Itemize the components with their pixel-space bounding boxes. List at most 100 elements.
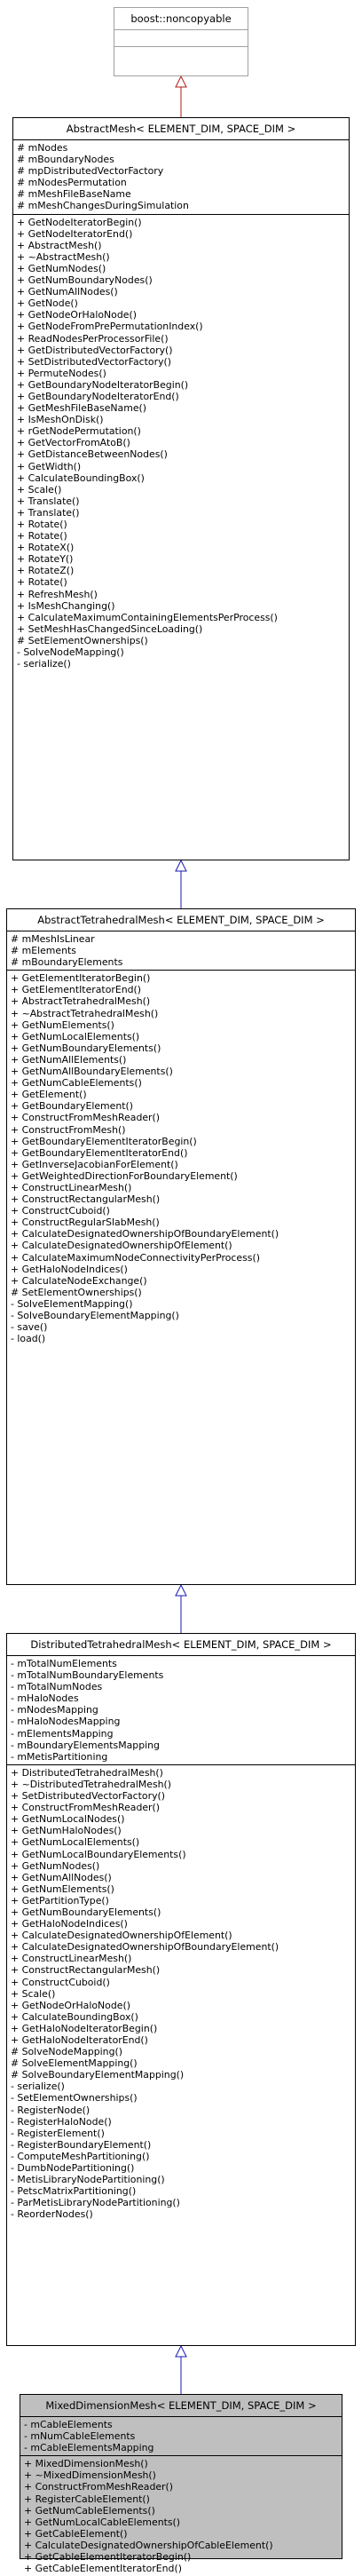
- class-method: + GetNumLocalBoundaryElements(): [11, 1848, 186, 1860]
- class-method: + ConstructRegularSlabMesh(): [11, 1217, 160, 1229]
- class-method: + Rotate(): [17, 519, 67, 530]
- class-attribute: - mBoundaryElementsMapping: [11, 1739, 160, 1751]
- class-method: + CalculateNodeExchange(): [11, 1274, 147, 1287]
- class-method: + GetNodeIteratorEnd(): [17, 227, 133, 240]
- class-method: + GetNumCableElements(): [24, 2504, 155, 2517]
- class-method: + GetHaloNodeIteratorEnd(): [11, 2034, 148, 2046]
- class-attributes: - mTotalNumElements- mTotalNumBoundaryEl…: [7, 1656, 355, 1765]
- class-method: - ParMetisLibraryNodePartitioning(): [11, 2197, 180, 2209]
- class-method: - RegisterNode(): [11, 2104, 90, 2116]
- class-method: + IsMeshOnDisk(): [17, 414, 104, 426]
- class-box-abstract-tetrahedral-mesh[interactable]: AbstractTetrahedralMesh< ELEMENT_DIM, SP…: [6, 908, 356, 1585]
- class-attribute: # mNodes: [17, 142, 68, 154]
- class-method: + GetNumElements(): [11, 1019, 114, 1031]
- class-attribute: # mNodesPermutation: [17, 177, 127, 189]
- class-attribute: - mCableElementsMapping: [24, 2442, 154, 2454]
- class-method: + GetNumCableElements(): [11, 1077, 142, 1090]
- class-method: + RefreshMesh(): [17, 588, 98, 600]
- class-method: + ConstructFromMeshReader(): [11, 1802, 161, 1814]
- class-method: + GetBoundaryElementIteratorEnd(): [11, 1146, 188, 1159]
- class-attribute: - mHaloNodes: [11, 1692, 79, 1705]
- class-method: + GetCableElementIteratorEnd(): [24, 2563, 182, 2575]
- class-attributes: # mNodes# mBoundaryNodes# mpDistributedV…: [13, 140, 349, 215]
- class-attribute: # mBoundaryElements: [11, 956, 123, 969]
- class-method: + SetDistributedVectorFactory(): [11, 1790, 166, 1803]
- class-method: + GetDistributedVectorFactory(): [17, 344, 173, 356]
- arrow-mixed-to-distributed: [175, 2344, 187, 2394]
- class-attribute: - mTotalNumNodes: [11, 1681, 103, 1693]
- class-method: + GetWeightedDirectionForBoundaryElement…: [11, 1169, 238, 1182]
- class-methods: + GetElementIteratorBegin()+ GetElementI…: [7, 971, 355, 1346]
- class-box-abstract-mesh[interactable]: AbstractMesh< ELEMENT_DIM, SPACE_DIM > #…: [12, 117, 350, 860]
- class-method: + GetNumHaloNodes(): [11, 1825, 122, 1837]
- class-title: AbstractMesh< ELEMENT_DIM, SPACE_DIM >: [13, 118, 349, 140]
- class-method: # SolveElementMapping(): [11, 2057, 138, 2070]
- class-method: + Scale(): [11, 1987, 56, 2000]
- class-method: + AbstractTetrahedralMesh(): [11, 995, 151, 1008]
- class-method: + Rotate(): [17, 576, 67, 589]
- class-method: + CalculateDesignatedOwnershipOfBoundary…: [11, 1228, 279, 1240]
- class-method: - DumbNodePartitioning(): [11, 2162, 135, 2175]
- class-method: + ConstructRectangularMesh(): [11, 1193, 161, 1206]
- class-method: - ComputeMeshPartitioning(): [11, 2150, 150, 2162]
- class-method: + GetMeshFileBaseName(): [17, 402, 147, 415]
- class-attribute: - mNodesMapping: [11, 1704, 98, 1716]
- class-method: + ConstructCuboid(): [11, 1205, 110, 1217]
- class-attributes: - mCableElements- mNumCableElements- mCa…: [20, 2417, 342, 2457]
- class-attribute: - mCableElements: [24, 2419, 113, 2430]
- class-method: + GetElementIteratorBegin(): [11, 972, 151, 985]
- class-method: + GetNode(): [17, 297, 78, 310]
- class-method: + RotateY(): [17, 553, 74, 566]
- class-method: # SolveNodeMapping(): [11, 2046, 122, 2058]
- class-method: # SolveBoundaryElementMapping(): [11, 2069, 185, 2081]
- class-method: + CalculateBoundingBox(): [17, 472, 145, 484]
- class-method: + rGetNodePermutation(): [17, 425, 141, 438]
- class-method: - ReorderNodes(): [11, 2208, 93, 2221]
- class-method: + GetInverseJacobianForElement(): [11, 1158, 178, 1170]
- class-method: + GetBoundaryNodeIteratorEnd(): [17, 390, 179, 402]
- class-method: + SetMeshHasChangedSinceLoading(): [17, 622, 203, 635]
- class-attribute: - mTotalNumElements: [11, 1658, 117, 1669]
- class-method: - PetscMatrixPartitioning(): [11, 2185, 137, 2198]
- class-method: - MetisLibraryNodePartitioning(): [11, 2174, 165, 2186]
- class-method: + CalculateDesignatedOwnershipOfBoundary…: [11, 1941, 279, 1954]
- class-method: + GetElement(): [11, 1089, 87, 1101]
- class-box-distributed-tetrahedral-mesh[interactable]: DistributedTetrahedralMesh< ELEMENT_DIM,…: [6, 1633, 356, 2346]
- class-method: - SetElementOwnerships(): [11, 2092, 138, 2104]
- class-method: + CalculateMaximumNodeConnectivityPerPro…: [11, 1251, 260, 1264]
- class-method: - RegisterElement(): [11, 2127, 105, 2139]
- class-method: + GetNodeOrHaloNode(): [11, 1999, 130, 2011]
- class-method: + CalculateMaximumContainingElementsPerP…: [17, 611, 278, 623]
- class-method: + GetNodeFromPrePermutationIndex(): [17, 321, 203, 333]
- class-method: + RotateX(): [17, 542, 75, 554]
- class-attribute: - mHaloNodesMapping: [11, 1716, 121, 1728]
- class-method: + GetBoundaryNodeIteratorBegin(): [17, 378, 189, 391]
- class-method: + PermuteNodes(): [17, 367, 106, 379]
- class-method: + ConstructFromMeshReader(): [11, 1112, 161, 1124]
- class-method: + MixedDimensionMesh(): [24, 2458, 148, 2470]
- class-method: - load(): [11, 1333, 46, 1345]
- class-method: + GetNumNodes(): [11, 1859, 100, 1872]
- class-method: + CalculateDesignatedOwnershipOfElement(…: [11, 1930, 232, 1942]
- class-attributes: # mMeshIsLinear# mElements# mBoundaryEle…: [7, 931, 355, 971]
- class-method: + ~AbstractMesh(): [17, 250, 110, 263]
- class-method: + DistributedTetrahedralMesh(): [11, 1766, 163, 1779]
- class-method: + GetNumLocalElements(): [11, 1836, 140, 1849]
- class-title: MixedDimensionMesh< ELEMENT_DIM, SPACE_D…: [20, 2395, 342, 2417]
- class-box-noncopyable[interactable]: boost::noncopyable: [114, 7, 248, 76]
- class-method: + GetNumLocalElements(): [11, 1030, 140, 1042]
- class-attribute: # mMeshIsLinear: [11, 933, 95, 945]
- arrow-distributed-to-abstract-tetrahedral: [175, 1583, 187, 1633]
- class-method: + CalculateDesignatedOwnershipOfElement(…: [11, 1240, 232, 1252]
- class-box-mixed-dimension-mesh[interactable]: MixedDimensionMesh< ELEMENT_DIM, SPACE_D…: [20, 2394, 342, 2574]
- class-method: + GetNumAllNodes(): [17, 286, 118, 298]
- class-method: + CalculateDesignatedOwnershipOfCableEle…: [24, 2539, 273, 2551]
- class-method: + Translate(): [17, 506, 80, 519]
- class-method: + GetNumBoundaryElements(): [11, 1042, 161, 1054]
- class-method: + ConstructFromMesh(): [11, 1123, 126, 1136]
- class-method: + GetHaloNodeIndices(): [11, 1263, 128, 1275]
- class-method: + RotateZ(): [17, 565, 75, 577]
- class-method: - SolveBoundaryElementMapping(): [11, 1310, 179, 1321]
- class-attributes-empty: [114, 30, 248, 47]
- class-method: + GetHaloNodeIteratorBegin(): [11, 2022, 158, 2034]
